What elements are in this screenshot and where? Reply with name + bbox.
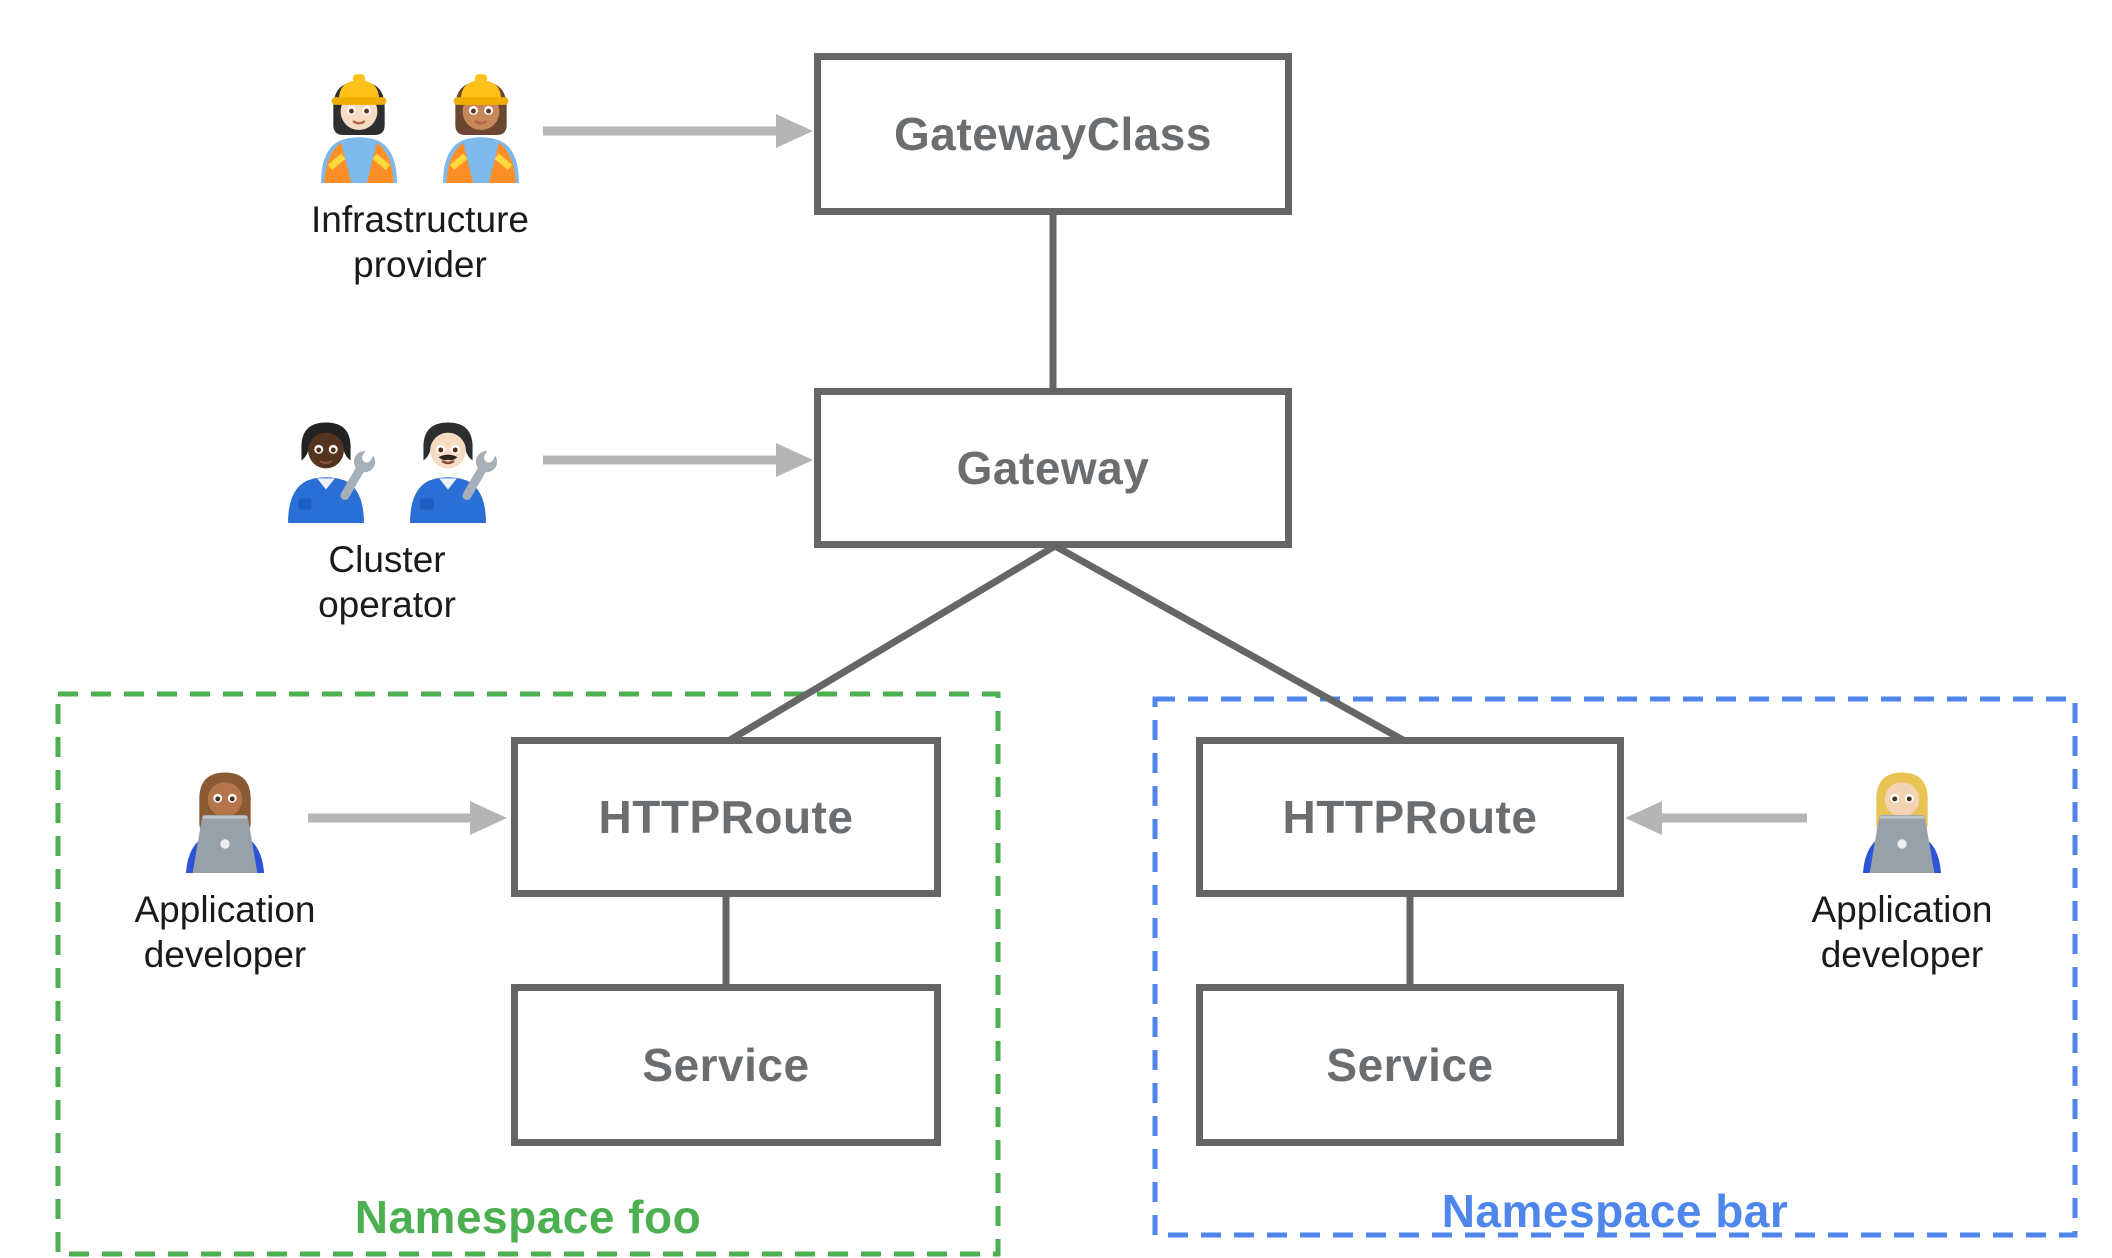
application-developer-bar-label: Application developer — [1811, 889, 1993, 976]
application-developer-foo-icons — [169, 748, 281, 873]
node-service-bar: Service — [1196, 984, 1624, 1146]
cluster-operator-label: Cluster operator — [318, 539, 456, 626]
persona-cluster-operator: Cluster operator — [237, 398, 537, 627]
node-service-foo-label: Service — [642, 1039, 810, 1091]
edge-gateway-httproute-foo — [728, 542, 1057, 744]
application-developer-bar-icons — [1846, 748, 1958, 873]
node-gatewayclass: GatewayClass — [814, 53, 1292, 215]
cluster-operator-icons — [270, 398, 504, 523]
mustache-detail — [438, 454, 458, 461]
namespace-foo-boundary — [55, 691, 1001, 1257]
woman-construction-worker-medium-icon — [425, 58, 537, 183]
persona-application-developer-foo: Application developer — [95, 748, 355, 977]
persona-application-developer-bar: Application developer — [1772, 748, 2032, 977]
node-httproute-bar-label: HTTPRoute — [1282, 791, 1538, 843]
node-httproute-foo-label: HTTPRoute — [598, 791, 854, 843]
infrastructure-provider-icons — [303, 58, 537, 183]
arrow-app-developer-to-httproute-bar — [1625, 801, 1807, 835]
persona-infrastructure-provider: Infrastructure provider — [270, 58, 570, 287]
arrow-infrastructure-provider-to-gatewayclass — [543, 114, 813, 148]
man-technologist-icon — [169, 748, 281, 873]
edge-gateway-httproute-bar — [1053, 542, 1405, 744]
namespace-bar-label: Namespace bar — [1441, 1185, 1789, 1237]
person-mechanic-dark-icon — [270, 398, 382, 523]
node-httproute-bar: HTTPRoute — [1196, 737, 1624, 897]
application-developer-foo-label: Application developer — [134, 889, 316, 976]
woman-technologist-icon — [1846, 748, 1958, 873]
man-mechanic-light-icon — [392, 398, 504, 523]
node-gatewayclass-label: GatewayClass — [894, 108, 1212, 160]
arrow-cluster-operator-to-gateway — [543, 443, 813, 477]
woman-construction-worker-light-icon — [303, 58, 415, 183]
node-service-foo: Service — [511, 984, 941, 1146]
node-httproute-foo: HTTPRoute — [511, 737, 941, 897]
arrow-app-developer-to-httproute-foo — [308, 801, 507, 835]
node-gateway-label: Gateway — [956, 442, 1150, 494]
infrastructure-provider-label: Infrastructure provider — [311, 199, 529, 286]
node-service-bar-label: Service — [1326, 1039, 1494, 1091]
node-gateway: Gateway — [814, 388, 1292, 548]
namespace-foo-label: Namespace foo — [354, 1191, 702, 1243]
namespace-bar-boundary — [1152, 696, 2078, 1238]
